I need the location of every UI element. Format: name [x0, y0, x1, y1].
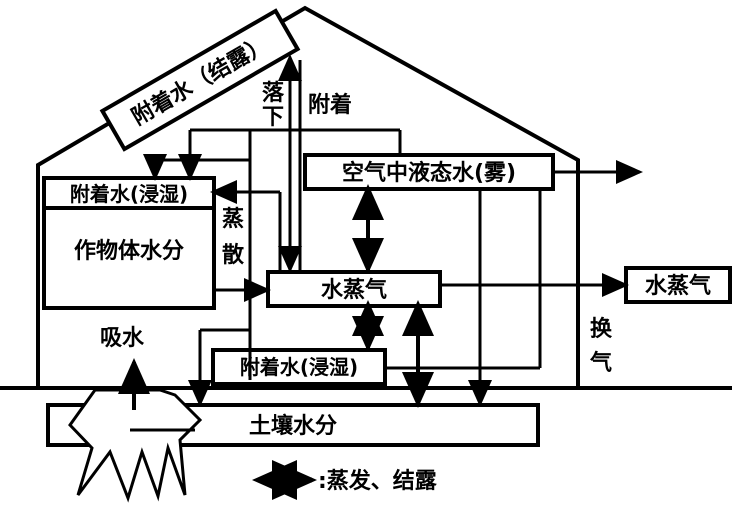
vapor-label: 水蒸气	[321, 277, 387, 303]
crop-water-label: 作物体水分	[74, 238, 184, 264]
soil-water-label: 土壤水分	[249, 413, 337, 439]
legend: :蒸发、结露	[252, 460, 438, 500]
root-burst	[68, 388, 203, 503]
fall-char-1: 落	[262, 81, 285, 106]
absorb-label: 吸水	[100, 326, 145, 351]
legend-label: :蒸发、结露	[318, 468, 438, 494]
vent-char-2: 气	[589, 350, 612, 376]
fall-char-2: 下	[262, 105, 284, 130]
ground-wet-label: 附着水(浸湿)	[240, 355, 358, 379]
leaf-wet-label: 附着水(浸湿)	[70, 182, 188, 206]
crop-water-box	[42, 206, 216, 310]
outside-vapor-label: 水蒸气	[645, 273, 711, 299]
vent-char-1: 换	[590, 316, 613, 342]
air-liquid-label: 空气中液态水(雾)	[342, 160, 516, 186]
leaf-wet-box	[42, 176, 216, 210]
greenhouse-outline	[36, 5, 580, 388]
outside-vapor-box	[624, 266, 732, 304]
transpire-char-1: 蒸	[222, 207, 244, 232]
attach-label: 附着	[308, 92, 352, 118]
roof-condensation-label: 附着水（结露）	[127, 31, 273, 131]
transpire-char-2: 散	[222, 243, 245, 268]
